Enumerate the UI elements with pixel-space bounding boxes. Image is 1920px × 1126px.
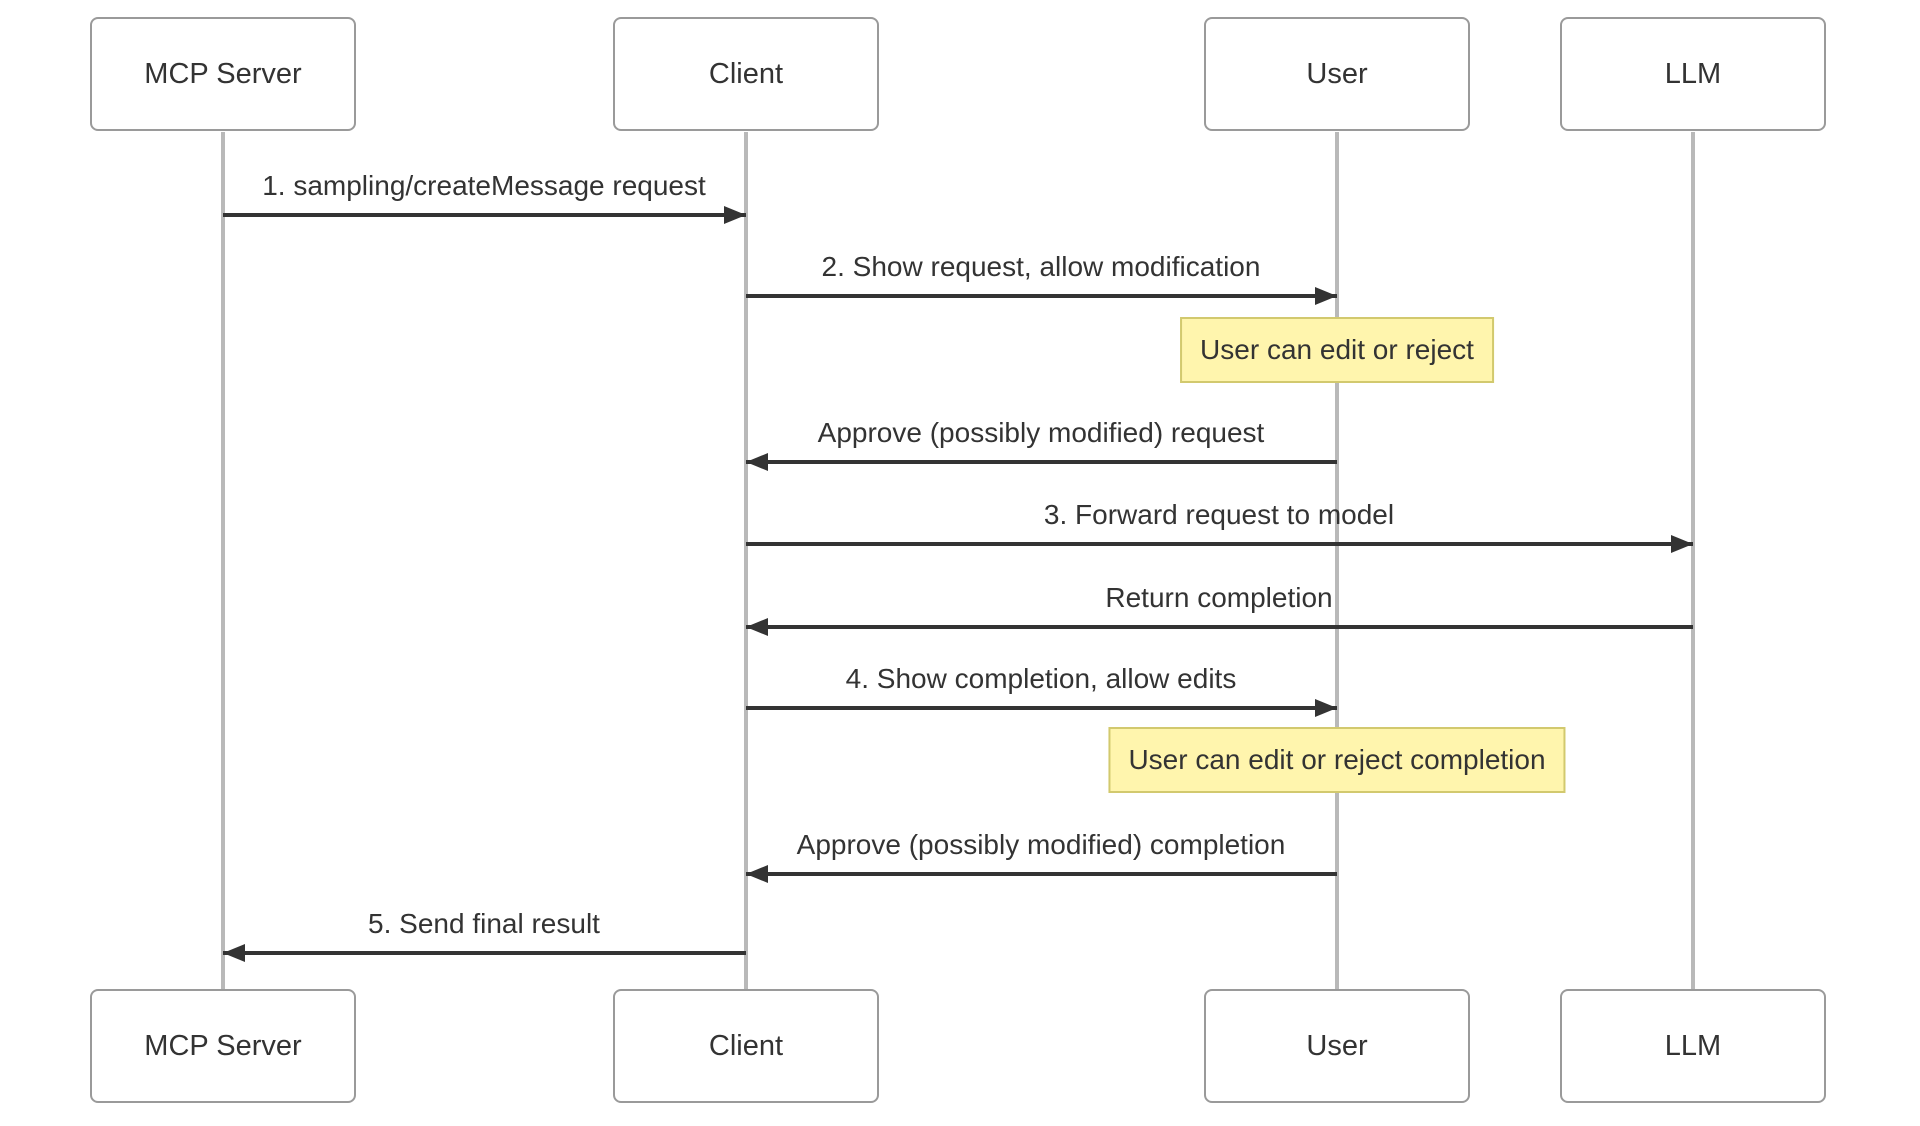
- lifeline-llm: [1691, 132, 1695, 989]
- message-5-label: Return completion: [1105, 582, 1333, 613]
- actor-bottom-client: Client: [613, 989, 879, 1103]
- actor-label: MCP Server: [144, 57, 302, 90]
- message-7-arrowhead-icon: [746, 865, 768, 883]
- message-3-label: Approve (possibly modified) request: [817, 417, 1265, 448]
- actor-label: Client: [708, 1029, 784, 1062]
- lifeline-user: [1335, 132, 1339, 989]
- note-2: User can edit or reject completion: [1108, 727, 1566, 793]
- message-8-line: [223, 951, 746, 955]
- message-5-arrowhead-icon: [746, 618, 768, 636]
- message-3-line: [746, 460, 1337, 464]
- message-6-line: [746, 706, 1337, 710]
- lifeline-client: [744, 132, 748, 989]
- message-5-line: [746, 625, 1693, 629]
- message-4-line: [746, 542, 1693, 546]
- message-6-label: 4. Show completion, allow edits: [845, 663, 1237, 694]
- lifeline-mcp-server: [221, 132, 225, 989]
- message-2-label: 2. Show request, allow modification: [821, 251, 1261, 282]
- actor-bottom-llm: LLM: [1560, 989, 1826, 1103]
- actor-bottom-mcp-server: MCP Server: [90, 989, 356, 1103]
- message-6-arrowhead-icon: [1315, 699, 1337, 717]
- actor-label: LLM: [1664, 1029, 1722, 1062]
- message-1-label: 1. sampling/createMessage request: [262, 170, 706, 201]
- actor-label: LLM: [1664, 57, 1722, 90]
- actor-label: MCP Server: [144, 1029, 302, 1062]
- message-7-label: Approve (possibly modified) completion: [796, 829, 1286, 860]
- message-2-line: [746, 294, 1337, 298]
- actor-top-client: Client: [613, 17, 879, 131]
- message-8-arrowhead-icon: [223, 944, 245, 962]
- message-8-label: 5. Send final result: [368, 908, 600, 939]
- actor-label: User: [1306, 1029, 1368, 1062]
- actor-bottom-user: User: [1204, 989, 1470, 1103]
- actor-top-mcp-server: MCP Server: [90, 17, 356, 131]
- actor-top-user: User: [1204, 17, 1470, 131]
- message-3-arrowhead-icon: [746, 453, 768, 471]
- message-1-arrowhead-icon: [724, 206, 746, 224]
- actor-label: Client: [708, 57, 784, 90]
- message-7-line: [746, 872, 1337, 876]
- message-2-arrowhead-icon: [1315, 287, 1337, 305]
- note-1: User can edit or reject: [1180, 317, 1494, 383]
- actor-label: User: [1306, 57, 1368, 90]
- message-4-arrowhead-icon: [1671, 535, 1693, 553]
- message-1-line: [223, 213, 746, 217]
- message-4-label: 3. Forward request to model: [1043, 499, 1395, 530]
- actor-top-llm: LLM: [1560, 17, 1826, 131]
